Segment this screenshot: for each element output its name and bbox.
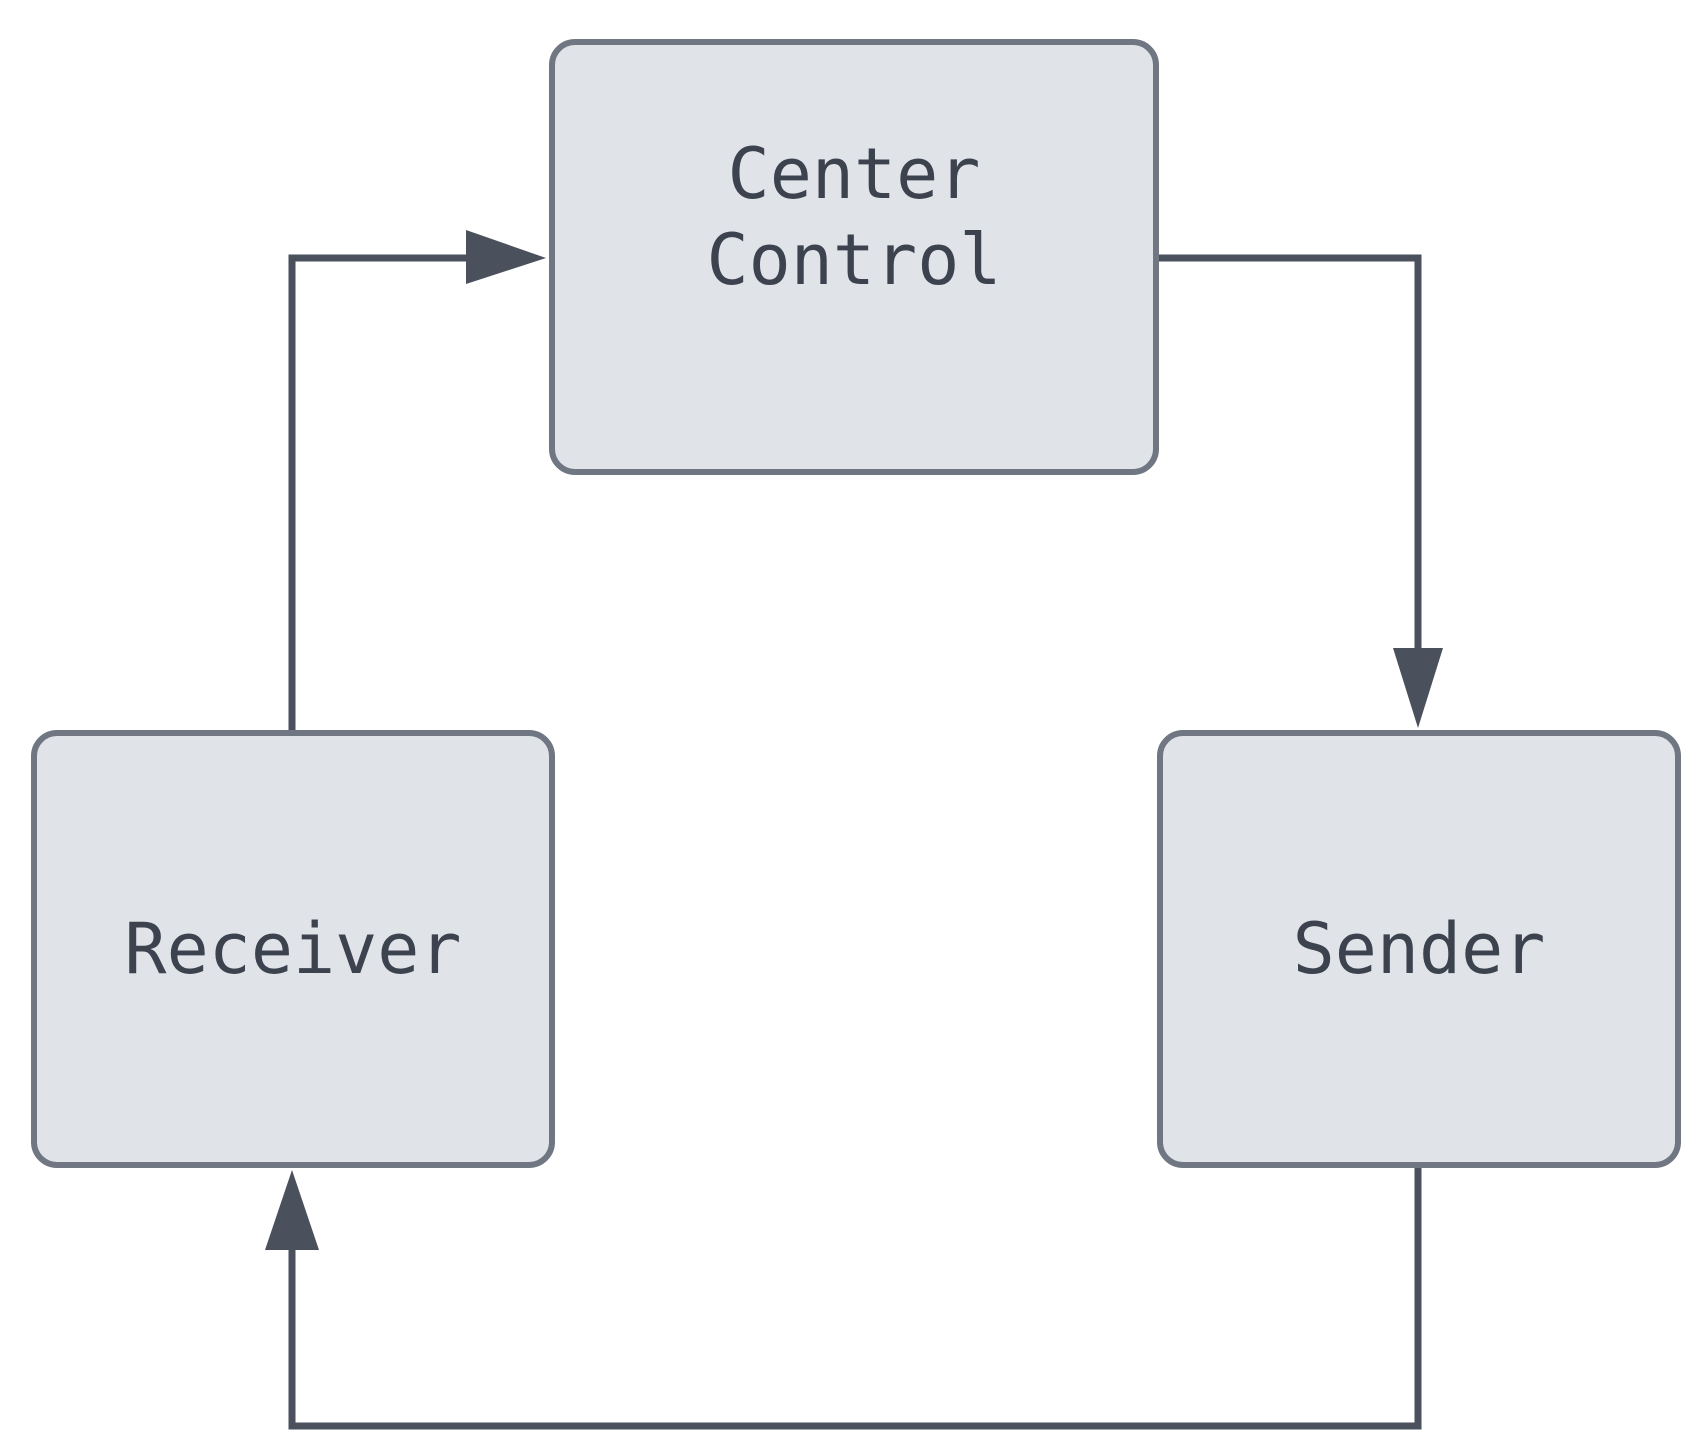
- arrowhead-down: [1393, 648, 1443, 728]
- node-sender[interactable]: Sender: [1157, 730, 1681, 1168]
- edge-line: [288, 254, 470, 730]
- node-label: Receiver: [124, 908, 462, 990]
- edge-line: [288, 1168, 1422, 1430]
- arrowhead-up: [265, 1170, 319, 1250]
- arrowhead-right: [466, 230, 546, 284]
- edge-sender-to-receiver: [265, 1168, 1422, 1430]
- node-label: Center Control: [706, 133, 1002, 301]
- edge-center-control-to-sender: [1159, 254, 1443, 728]
- node-receiver[interactable]: Receiver: [31, 730, 555, 1168]
- edge-receiver-to-center-control: [288, 230, 546, 730]
- node-center-control[interactable]: Center Control: [549, 39, 1159, 475]
- node-label: Sender: [1292, 908, 1546, 990]
- edge-line: [1159, 254, 1422, 655]
